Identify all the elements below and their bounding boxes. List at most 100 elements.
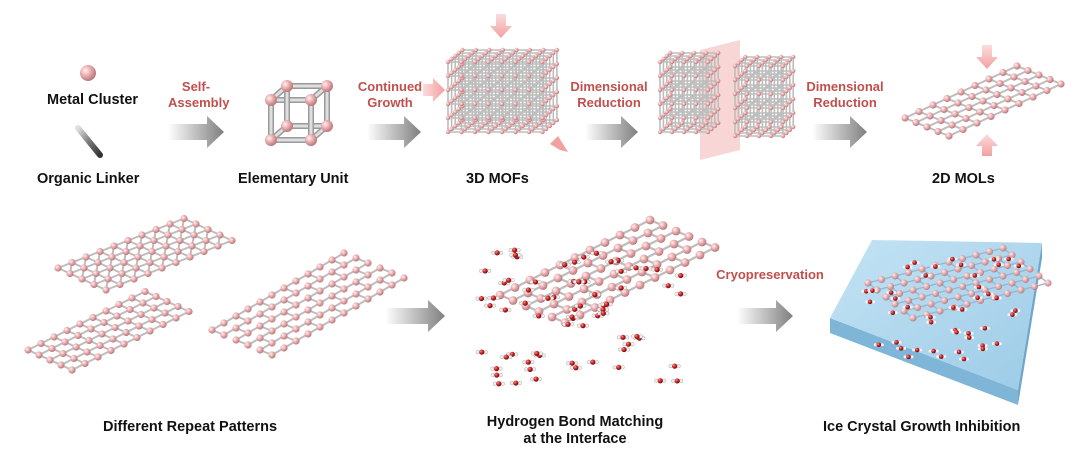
oxygen-atom: [933, 264, 938, 269]
metal-node: [620, 288, 630, 297]
metal-node: [891, 272, 899, 280]
oxygen-atom: [545, 295, 551, 301]
metal-node: [132, 264, 140, 272]
metal-node: [712, 81, 717, 87]
metal-node: [120, 340, 128, 348]
metal-node: [791, 124, 796, 130]
metal-node: [680, 120, 685, 126]
arrow-dimensional-reduction-b: [812, 116, 867, 148]
metal-node: [736, 116, 741, 122]
metal-node: [1008, 279, 1016, 287]
metal-node: [462, 126, 468, 132]
oxygen-atom: [938, 354, 944, 359]
metal-node: [280, 332, 288, 340]
metal-node: [673, 56, 678, 62]
mof-3d-framework: [445, 47, 560, 135]
metal-node: [680, 50, 685, 56]
oxygen-atom: [600, 310, 606, 316]
metal-node: [709, 98, 714, 104]
hydrogen-atom: [580, 279, 585, 284]
hydrogen-atom: [936, 355, 940, 359]
metal-node: [453, 53, 458, 59]
metal-node: [551, 106, 556, 112]
hydrogen-atom: [495, 296, 500, 301]
metal-node: [100, 318, 108, 327]
metal-node: [510, 50, 515, 56]
oxygen-atom: [618, 268, 624, 274]
metal-node: [736, 60, 741, 66]
hydrogen-atom: [626, 347, 631, 352]
hydrogen-atom: [996, 257, 1000, 261]
hydrogen-atom: [947, 257, 951, 261]
metal-node: [987, 112, 995, 121]
metal-node: [668, 92, 673, 98]
arrow-to-hbond: [385, 300, 445, 332]
metal-node: [174, 302, 182, 311]
hydrogen-atom: [508, 355, 513, 360]
metal-node: [459, 73, 464, 79]
hydrogen-atom: [605, 259, 610, 264]
hydrogen-atom: [484, 303, 489, 308]
hydrogen-atom: [662, 283, 667, 288]
metal-node: [292, 289, 300, 297]
metal-node: [445, 129, 451, 135]
metal-node: [657, 115, 663, 121]
metal-node: [352, 290, 360, 298]
hydrogen-atom: [620, 365, 625, 370]
metal-node: [256, 346, 264, 354]
hydrogen-atom: [615, 269, 620, 274]
metal-node: [316, 275, 324, 283]
oxygen-atom: [503, 354, 509, 360]
metal-node: [736, 102, 741, 108]
metal-node: [676, 123, 681, 129]
metal-node: [779, 124, 784, 130]
metal-node: [743, 124, 748, 130]
hydrogen-atom: [937, 265, 941, 269]
oxygen-atom: [580, 323, 586, 329]
label-3d-mofs: 3D MOFs: [466, 171, 529, 187]
metal-node: [657, 87, 663, 93]
metal-node: [486, 73, 491, 79]
metal-node: [877, 275, 886, 284]
metal-node: [596, 264, 606, 273]
metal-node: [940, 268, 949, 277]
oxygen-atom: [600, 306, 606, 313]
hydrogen-atom: [532, 313, 537, 318]
metal-node: [445, 101, 451, 107]
metal-node: [400, 274, 408, 282]
hydrogen-atom: [894, 311, 898, 315]
metal-node: [340, 261, 348, 269]
metal-node: [685, 126, 690, 132]
metal-node: [926, 112, 934, 120]
metal-node: [161, 309, 169, 317]
label-hbond-matching: Hydrogen Bond Matching at the Interface: [470, 414, 680, 448]
metal-node: [791, 54, 796, 60]
metal-node: [352, 278, 360, 286]
metal-node: [940, 105, 948, 114]
metal-node: [882, 293, 890, 301]
metal-node: [126, 305, 134, 314]
metal-node: [90, 280, 98, 289]
metal-node: [364, 295, 372, 303]
hydrogen-atom: [618, 347, 623, 352]
metal-node: [449, 70, 454, 76]
hydrogen-atom: [600, 302, 605, 307]
metal-node: [265, 134, 277, 146]
oxygen-atom: [976, 284, 982, 290]
label-different-repeat-patterns: Different Repeat Patterns: [103, 419, 278, 435]
metal-node: [340, 249, 348, 257]
hydrogen-atom: [972, 296, 976, 300]
hydrogen-atom: [983, 292, 987, 296]
metal-node: [554, 117, 560, 123]
metal-cluster-ball: [80, 65, 96, 81]
metal-node: [178, 225, 186, 234]
hydrogen-atom: [586, 360, 591, 365]
metal-node: [743, 110, 748, 116]
metal-node: [460, 47, 465, 53]
metal-node: [768, 105, 774, 111]
metal-node: [716, 120, 721, 126]
hydrogen-atom: [574, 361, 579, 366]
oxygen-atom: [982, 325, 988, 331]
hydrogen-atom: [682, 273, 687, 278]
metal-node: [669, 59, 675, 65]
